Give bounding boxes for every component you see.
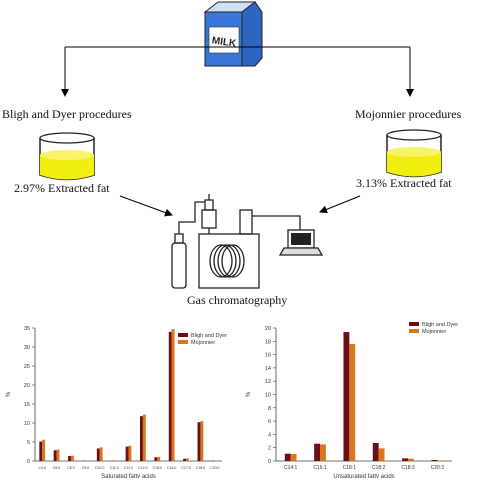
y-tick-label: 2: [268, 446, 271, 452]
x-tick-label: C18:3: [401, 465, 415, 471]
x-tick-label: C17:0: [181, 466, 190, 470]
x-tick-label: C18:0: [196, 466, 205, 470]
x-axis-title: Saturated fatty acids: [101, 474, 156, 478]
bar: [70, 455, 74, 461]
y-tick-label: 18: [265, 339, 271, 345]
right-method-label: Mojonnier procedures: [355, 107, 462, 121]
y-tick-label: 20: [265, 326, 271, 332]
x-tick-label: C16:0: [167, 466, 176, 470]
bar: [197, 422, 201, 461]
bar: [99, 447, 103, 461]
instrument-label: Gas chromatography: [187, 293, 288, 307]
y-tick-label: 16: [265, 353, 271, 359]
bar: [168, 331, 172, 461]
y-tick-label: 8: [268, 406, 271, 412]
x-tick-label: C16:1: [313, 465, 327, 471]
y-tick-label: 14: [265, 366, 271, 372]
bar: [343, 331, 350, 461]
x-tick-label: C9:0: [82, 466, 89, 470]
x-tick-label: C18:2: [372, 465, 386, 471]
milk-carton-icon: MILK: [203, 1, 263, 67]
x-axis-title: Unsaturated fatty acids: [333, 474, 394, 478]
legend-label: Mojonnier: [191, 340, 215, 346]
legend-swatch: [409, 322, 419, 326]
x-tick-label: C12:0: [124, 466, 133, 470]
x-tick-label: C18:1: [343, 465, 357, 471]
bar: [402, 458, 408, 461]
bar: [290, 454, 297, 461]
x-tick-label: C20:0: [210, 466, 219, 470]
y-tick-label: 30: [24, 345, 30, 351]
arrow-right-to-gc: [319, 195, 361, 214]
y-axis-title: %: [246, 391, 252, 397]
bar: [53, 450, 57, 461]
y-tick-label: 0: [268, 459, 271, 465]
bar: [68, 456, 71, 461]
bar: [186, 458, 189, 461]
y-tick-label: 12: [265, 379, 271, 385]
milk-label: MILK: [211, 35, 238, 49]
y-tick-label: 6: [268, 419, 271, 425]
bar: [320, 444, 326, 461]
bar: [39, 441, 43, 461]
x-tick-label: C14:0: [138, 466, 147, 470]
y-tick-label: 20: [24, 383, 30, 389]
bar: [372, 443, 379, 461]
left-method-label: Bligh and Dyer procedures: [2, 107, 132, 121]
bar: [431, 460, 438, 461]
y-tick-label: 4: [268, 432, 271, 438]
gas-chromatograph-icon: [171, 194, 324, 289]
workflow-diagram: MILK: [39, 1, 442, 289]
bar: [378, 448, 385, 461]
bar: [284, 453, 291, 461]
x-tick-label: C15:0: [153, 466, 162, 470]
legend-swatch: [178, 340, 188, 344]
left-beaker-icon: [39, 132, 95, 181]
right-beaker-icon: [386, 129, 442, 178]
x-tick-label: C14:1: [284, 465, 298, 471]
left-yield-label: 2.97% Extracted fat: [14, 181, 110, 195]
legend-swatch: [409, 329, 419, 333]
x-tick-label: C20:3: [431, 465, 445, 471]
x-tick-label: C11:0: [110, 466, 119, 470]
legend-label: Mojonnier: [422, 329, 446, 335]
legend-label: Bligh and Dyer: [422, 322, 458, 328]
x-tick-label: C4:0: [38, 466, 45, 470]
bar: [349, 343, 356, 461]
x-tick-label: C10:0: [95, 466, 104, 470]
bar: [157, 456, 161, 461]
unsaturated-fatty-acids-chart: 0 2 4 6 8 10 12 14 16 18 20% C14:1 C16:1 C18:1 C18:2 C1…: [246, 322, 458, 478]
bar: [125, 446, 129, 461]
y-tick-label: 15: [24, 402, 30, 408]
bar: [56, 449, 60, 461]
bar: [128, 445, 132, 461]
bar: [154, 457, 158, 461]
bar: [200, 421, 204, 461]
y-tick-label: 5: [27, 440, 30, 446]
legend-swatch: [178, 333, 188, 337]
y-tick-label: 25: [24, 364, 30, 370]
bar: [142, 414, 146, 461]
arrow-left-to-gc: [119, 195, 173, 217]
y-tick-label: 10: [265, 393, 271, 399]
bar: [42, 439, 46, 461]
bar: [183, 458, 187, 461]
saturated-fatty-acids-chart: 0 5 10 15 20 25 30 35% C4:0 C6:0 C8:0 C9:0 C10:0 C11:…: [6, 326, 227, 478]
y-tick-label: 35: [24, 326, 30, 332]
x-tick-label: C6:0: [53, 466, 60, 470]
bar: [96, 448, 100, 461]
bar: [314, 443, 320, 461]
legend-label: Bligh and Dyer: [191, 333, 227, 339]
right-yield-label: 3.13% Extracted fat: [356, 176, 452, 190]
bar: [408, 458, 414, 461]
bar: [171, 329, 175, 461]
x-tick-label: C8:0: [67, 466, 74, 470]
y-axis-title: %: [6, 391, 12, 397]
y-tick-label: 10: [24, 421, 30, 427]
y-tick-label: 0: [27, 459, 30, 465]
bar: [140, 416, 143, 461]
